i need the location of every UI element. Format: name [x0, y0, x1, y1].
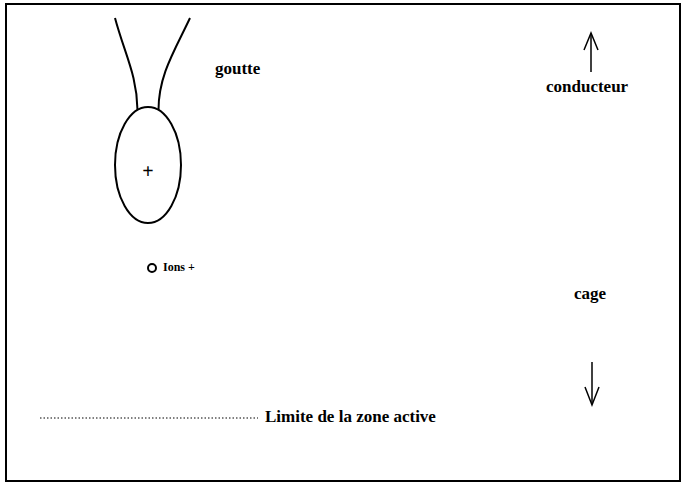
- up-arrow-head: [584, 33, 598, 50]
- direction-label: cage: [574, 285, 606, 304]
- drop-body: [115, 107, 181, 223]
- up-arrow: [590, 34, 592, 72]
- down-arrow-head: [585, 387, 599, 405]
- zone-limit-label: Limite de la zone active: [265, 408, 436, 427]
- drop-shape: +: [113, 105, 183, 225]
- drop-stem: [159, 18, 191, 110]
- down-arrow: [591, 362, 593, 404]
- zone-limit-line: [40, 418, 258, 419]
- ion-label: Ions +: [163, 261, 195, 274]
- charge-sign: +: [142, 161, 153, 181]
- frame-border: [6, 4, 680, 481]
- direction-label: conducteur: [546, 78, 628, 97]
- drop-label: goutte: [215, 60, 260, 79]
- drop-stem: [115, 18, 138, 110]
- ion-symbol: [148, 264, 156, 272]
